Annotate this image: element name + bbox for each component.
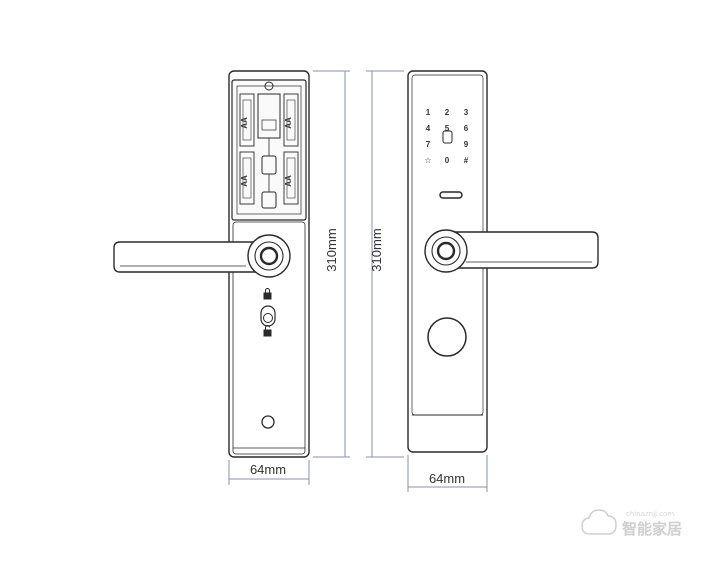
watermark-text: 智能家居 [622,520,682,538]
keypad-key: 0 [445,156,450,165]
watermark-cloud-icon [581,509,617,535]
left-rosette-inner [259,246,279,266]
keypad-key: 5 [445,124,450,133]
battery-label: AA [284,175,293,187]
keypad-key: 4 [426,124,431,133]
left-height-label: 310mm [324,228,339,271]
keypad-key: 6 [464,124,469,133]
top-screw [264,81,274,91]
right-lock-view [407,70,599,453]
privacy-lock-toggle [260,288,276,337]
left-lock-view [113,70,310,458]
fingerprint-slot [439,191,463,199]
battery-label: AA [240,117,249,129]
left-body-inner-edge [232,221,306,455]
lock-icon-bottom [263,329,272,337]
keypad-key: 9 [464,140,469,149]
right-width-label: 64mm [429,471,465,486]
control-module-chip [261,119,277,131]
left-rosette-outer [247,234,291,278]
keypad-key: ☆ [424,156,431,165]
watermark: chinaznjj.com 智能家居 [581,509,682,538]
left-rosette-mid [254,241,284,271]
right-rosette-mid [431,236,461,266]
keypad: 1 2 3 4 5 6 7 8 9 ☆ 0 # [424,108,468,165]
right-rosette-inner [436,241,456,261]
right-rosette-outer [424,229,468,273]
battery-compartment-inner [236,85,302,215]
keypad-key: 1 [426,108,431,117]
card-reader [427,317,467,357]
right-height-label: 310mm [369,228,384,271]
keypad-key: 3 [464,108,469,117]
left-width-label: 64mm [250,462,286,477]
keypad-doorbell [442,130,453,144]
keypad-key: 2 [445,108,450,117]
keypad-key: 7 [426,140,431,149]
right-handle [444,231,599,269]
mechanical-key-cover [261,415,275,429]
battery-label: AA [240,175,249,187]
lock-icon-top [263,292,272,300]
watermark-url: chinaznjj.com [626,510,674,518]
keypad-key: # [464,156,469,165]
battery-labels: AA AA AA AA [240,117,293,187]
left-handle [113,241,271,273]
battery-label: AA [284,117,293,129]
battery-slots [239,93,299,205]
dimension-lines [228,70,488,492]
